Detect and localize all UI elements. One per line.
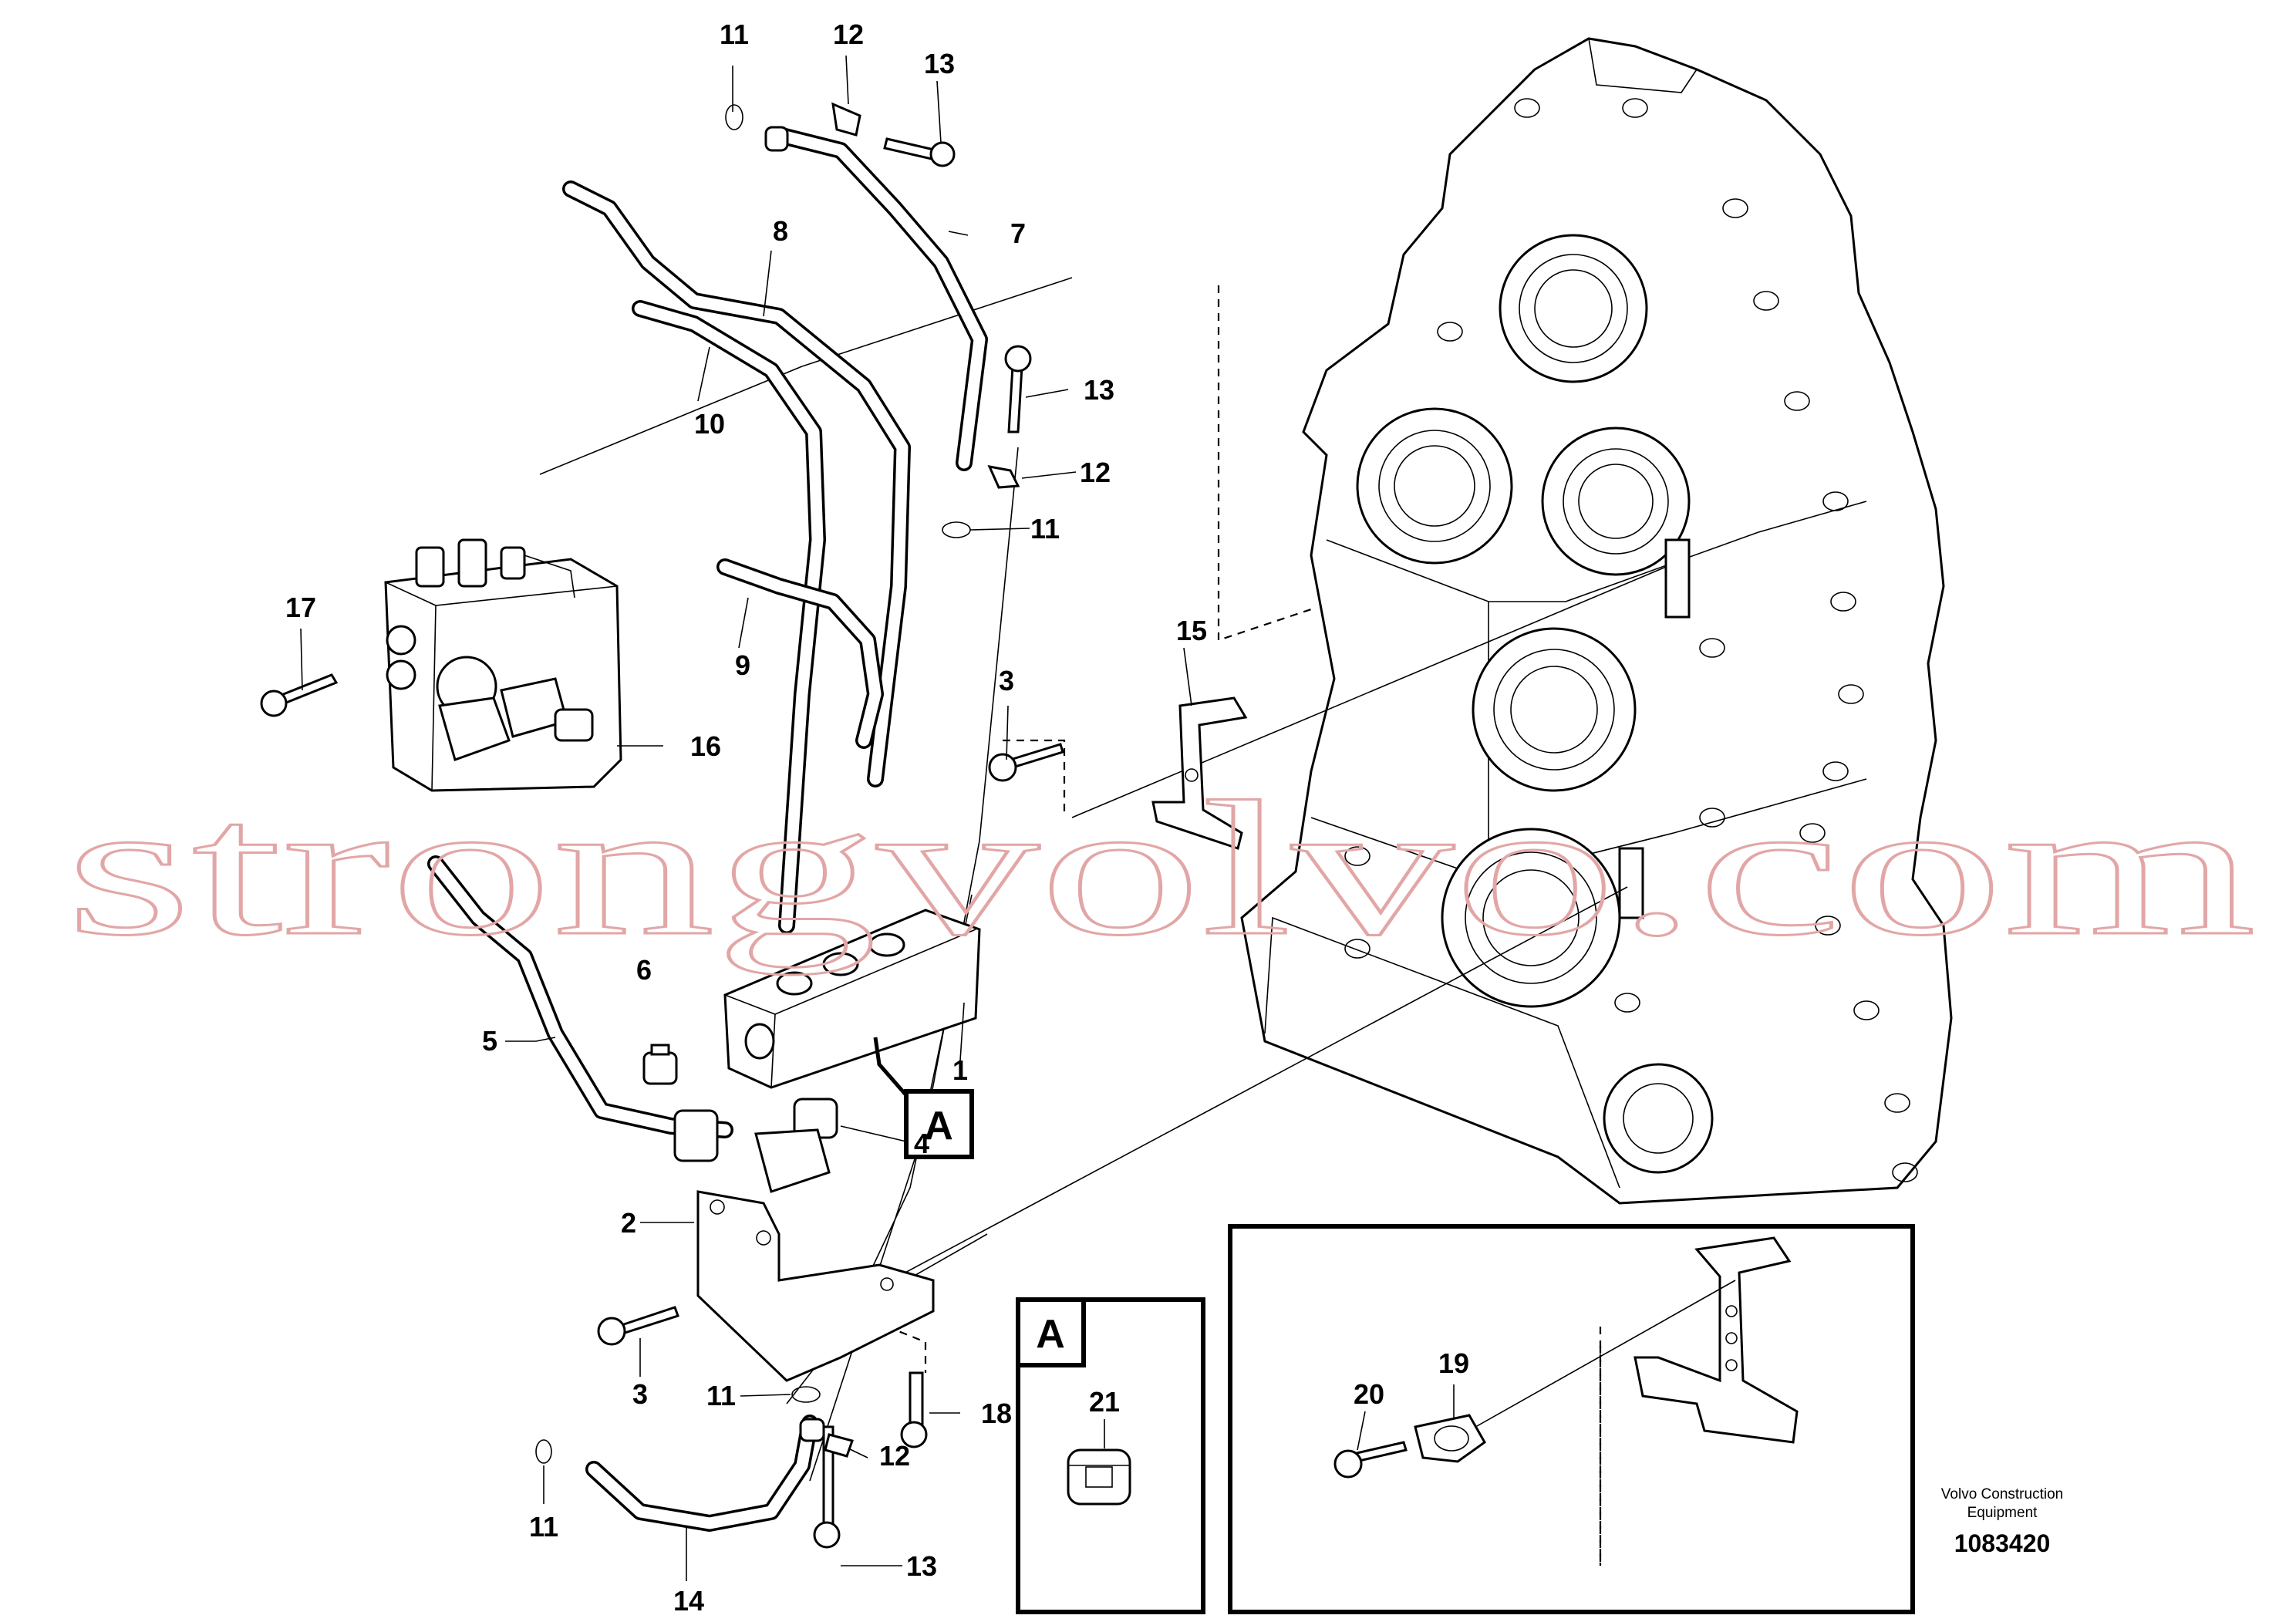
pipes	[427, 126, 988, 1532]
callout-13-top: 13	[924, 48, 955, 79]
callout-numbers: 1 2 3 3 4 5 6 7 8 9 10 11 11 11 11 12 12…	[285, 19, 1469, 1617]
fasteners	[260, 102, 1064, 1549]
detail-a-panel: A	[1016, 1297, 1205, 1614]
callout-15: 15	[1176, 615, 1207, 646]
caption-block: Volvo Construction Equipment 1083420	[1941, 1486, 2063, 1557]
distribution-block	[723, 909, 981, 1089]
bracket-2	[696, 1190, 935, 1382]
detail-a-panel-tag: A	[1036, 1312, 1065, 1357]
callout-1: 1	[952, 1054, 968, 1086]
callout-14: 14	[673, 1585, 704, 1617]
callout-3-upper: 3	[999, 665, 1014, 696]
elbow-fitting	[673, 1098, 838, 1193]
callout-4: 4	[914, 1128, 929, 1159]
detail-bracket-panel	[1228, 1224, 1915, 1614]
detail-a-reference: A	[904, 1089, 974, 1159]
callout-7: 7	[1010, 218, 1026, 249]
plug-6	[642, 1044, 678, 1085]
callout-5: 5	[482, 1025, 497, 1057]
callout-12-top: 12	[833, 19, 864, 50]
callout-13-bottom: 13	[906, 1550, 937, 1582]
callout-20: 20	[1354, 1378, 1384, 1410]
callout-17: 17	[285, 592, 316, 623]
callout-2: 2	[621, 1207, 636, 1239]
callout-19: 19	[1438, 1347, 1469, 1379]
caption-company: Volvo Construction	[1941, 1486, 2063, 1502]
detail-a-tag: A	[924, 1104, 953, 1148]
callout-10: 10	[694, 408, 725, 440]
callout-8: 8	[773, 215, 788, 247]
callout-11-top: 11	[720, 19, 749, 50]
transmission-housing	[1240, 37, 1953, 1205]
leader-lines	[300, 55, 1192, 1581]
callout-12-middle: 12	[1080, 457, 1111, 488]
callout-3-lower: 3	[632, 1378, 648, 1410]
drawing-number: 1083420	[1954, 1529, 2051, 1557]
bracket-15	[1151, 696, 1248, 850]
callout-16: 16	[690, 730, 721, 762]
callout-21: 21	[1089, 1386, 1120, 1418]
control-valve	[384, 538, 622, 792]
caption-division: Equipment	[1967, 1505, 2038, 1521]
callout-12-bottom: 12	[879, 1440, 910, 1472]
callout-11-bottom: 11	[529, 1511, 558, 1543]
callout-13-middle: 13	[1084, 374, 1114, 406]
watermark-text: strongvolvo.com	[66, 762, 2256, 976]
plug-21	[1067, 1448, 1131, 1506]
callout-9: 9	[735, 649, 750, 681]
callout-6: 6	[636, 954, 652, 986]
callout-18: 18	[981, 1398, 1012, 1429]
callout-11-middle: 11	[1030, 513, 1060, 545]
callout-11-lower: 11	[706, 1380, 736, 1411]
